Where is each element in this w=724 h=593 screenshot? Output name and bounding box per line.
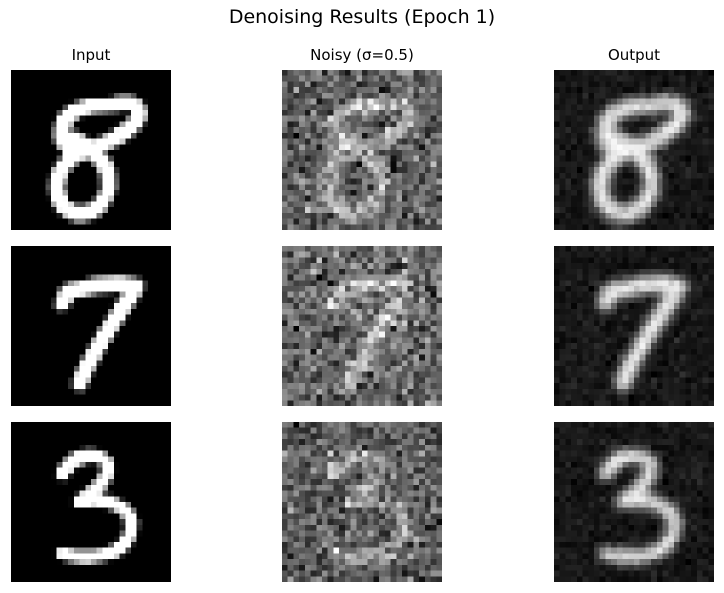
digit-7-noisy-image [282, 246, 442, 406]
digit-7-output-image [554, 246, 714, 406]
digit-8-noisy-image [282, 70, 442, 230]
column-title-output: Output [607, 46, 661, 64]
column-title-noisy: Noisy (σ=0.5) [310, 46, 414, 64]
digit-3-noisy-image [282, 422, 442, 582]
digit-7-input-image [11, 246, 171, 406]
digit-8-output-image [554, 70, 714, 230]
digit-8-input-image [11, 70, 171, 230]
figure-title: Denoising Results (Epoch 1) [228, 6, 496, 28]
column-title-input: Input [71, 46, 111, 64]
digit-3-output-image [554, 422, 714, 582]
digit-3-input-image [11, 422, 171, 582]
